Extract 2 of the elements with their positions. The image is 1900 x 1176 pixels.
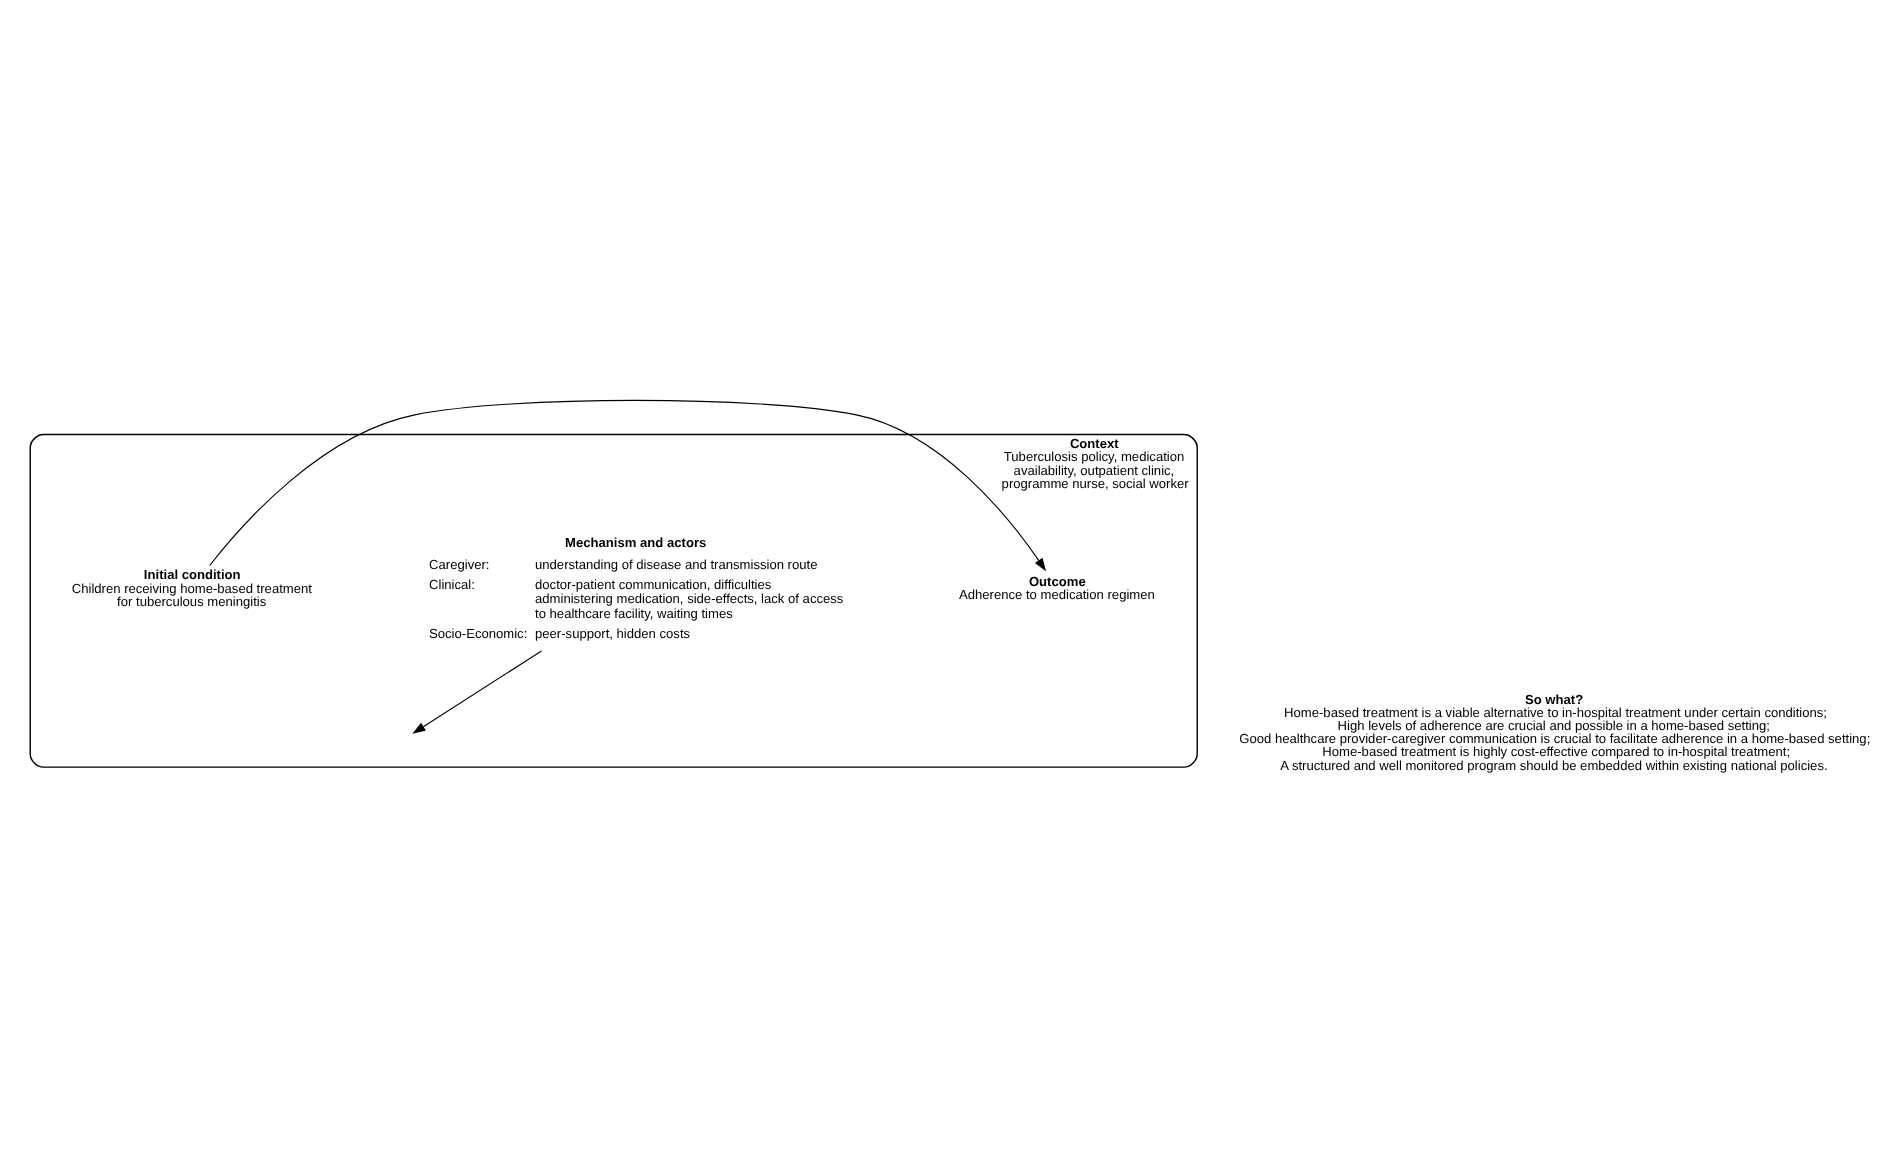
arrow [412,649,543,733]
arrow [209,398,1047,571]
